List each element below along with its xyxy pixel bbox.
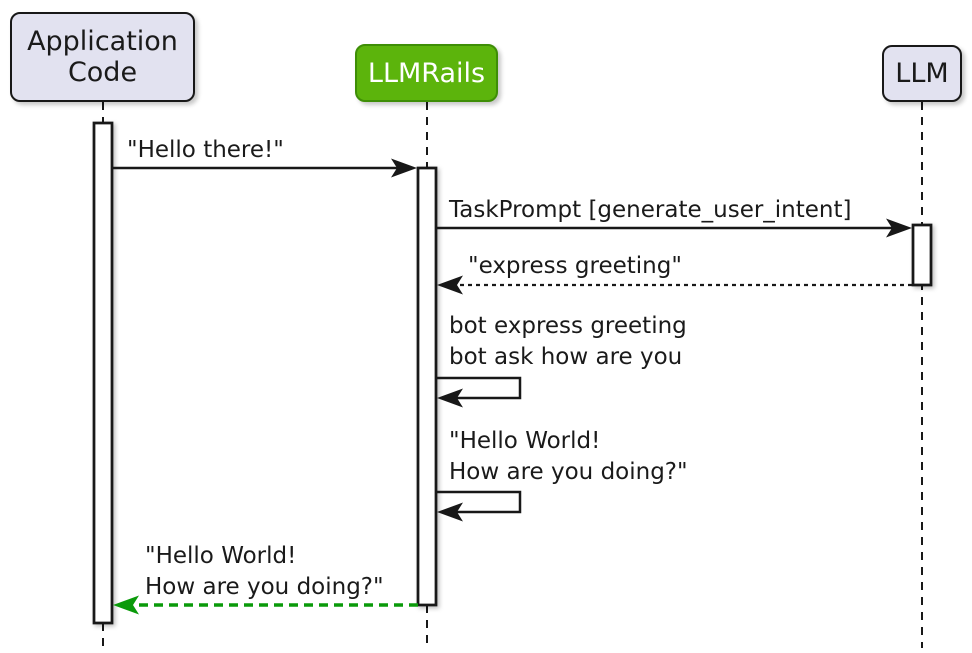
participant-label-line: Code	[67, 57, 138, 88]
activation-bar-application-code	[92, 121, 114, 625]
arrowhead-right-icon	[886, 218, 912, 238]
activation-bar-llmrails	[416, 166, 438, 607]
message-label-express-greeting: "express greeting"	[468, 253, 682, 279]
message-label-hello-there: "Hello there!"	[127, 137, 284, 163]
self-arrow-hello-world	[437, 490, 522, 514]
participant-label-line: LLM	[895, 58, 949, 89]
participant-label-line: Application	[27, 26, 178, 57]
message-label-bot-express-greeting: bot express greeting bot ask how are you	[449, 313, 687, 370]
message-label-hello-world-return: "Hello World! How are you doing?"	[145, 543, 384, 600]
arrowhead-left-icon	[437, 388, 463, 408]
participant-label-line: LLMRails	[367, 57, 486, 89]
self-arrow-bot-express-greeting	[437, 376, 522, 400]
arrowhead-left-green-icon	[113, 595, 139, 615]
arrowhead-left-icon	[437, 502, 463, 522]
activation-bar-llm	[911, 223, 933, 287]
arrowhead-left-icon	[437, 275, 463, 295]
participant-application-code: Application Code	[10, 12, 195, 102]
message-label-taskprompt: TaskPrompt [generate_user_intent]	[449, 197, 852, 223]
message-label-hello-world-self: "Hello World! How are you doing?"	[449, 428, 688, 485]
participant-llmrails: LLMRails	[355, 44, 498, 102]
arrowhead-right-icon	[391, 158, 417, 178]
participant-llm: LLM	[882, 45, 962, 102]
